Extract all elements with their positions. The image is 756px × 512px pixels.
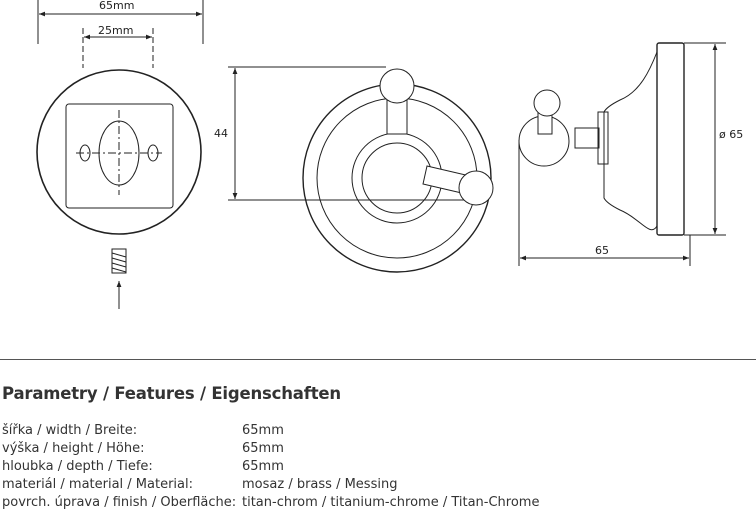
features-title: Parametry / Features / Eigenschaften xyxy=(2,384,341,403)
profile-view xyxy=(518,42,726,266)
mounting-plate xyxy=(65,103,174,209)
diameter-label: ø 65 xyxy=(719,128,743,141)
section-divider xyxy=(0,359,756,360)
spec-value: 65mm xyxy=(242,441,284,456)
wall-plate xyxy=(656,42,685,236)
hole-spacing-label: 25mm xyxy=(98,24,133,37)
depth-label: 65 xyxy=(595,244,609,257)
spec-label: hloubka / depth / Tiefe: xyxy=(2,459,153,474)
spec-row-width: šířka / width / Breite: 65mm xyxy=(2,422,742,440)
profile-hook-knob xyxy=(533,89,561,117)
spec-row-depth: hloubka / depth / Tiefe: 65mm xyxy=(2,458,742,476)
technical-drawing: 65mm 25mm 44 ø 65 65 xyxy=(36,0,744,309)
spec-value: titan-chrom / titanium-chrome / Titan-Ch… xyxy=(242,495,540,510)
spec-label: výška / height / Höhe: xyxy=(2,441,145,456)
spec-value: 65mm xyxy=(242,423,284,438)
spec-label: šířka / width / Breite: xyxy=(2,423,138,438)
lower-hook-knob xyxy=(458,170,494,206)
upper-hook-knob xyxy=(379,68,415,104)
front-view xyxy=(36,0,204,309)
spec-row-finish: povrch. úprava / finish / Oberfläche: ti… xyxy=(2,494,742,512)
spec-value: mosaz / brass / Messing xyxy=(242,477,398,492)
spec-label: materiál / material / Material: xyxy=(2,477,194,492)
spec-value: 65mm xyxy=(242,459,284,474)
hook-front-view xyxy=(228,66,494,273)
set-screw xyxy=(111,248,127,274)
overall-width-label: 65mm xyxy=(99,0,134,12)
rosette-circle xyxy=(36,69,202,235)
height-label: 44 xyxy=(214,127,228,140)
spec-table: šířka / width / Breite: 65mm výška / hei… xyxy=(2,422,742,512)
spec-label: povrch. úprava / finish / Oberfläche: xyxy=(2,495,237,510)
spec-row-material: materiál / material / Material: mosaz / … xyxy=(2,476,742,494)
spec-row-height: výška / height / Höhe: 65mm xyxy=(2,440,742,458)
flange-profile xyxy=(603,51,658,231)
